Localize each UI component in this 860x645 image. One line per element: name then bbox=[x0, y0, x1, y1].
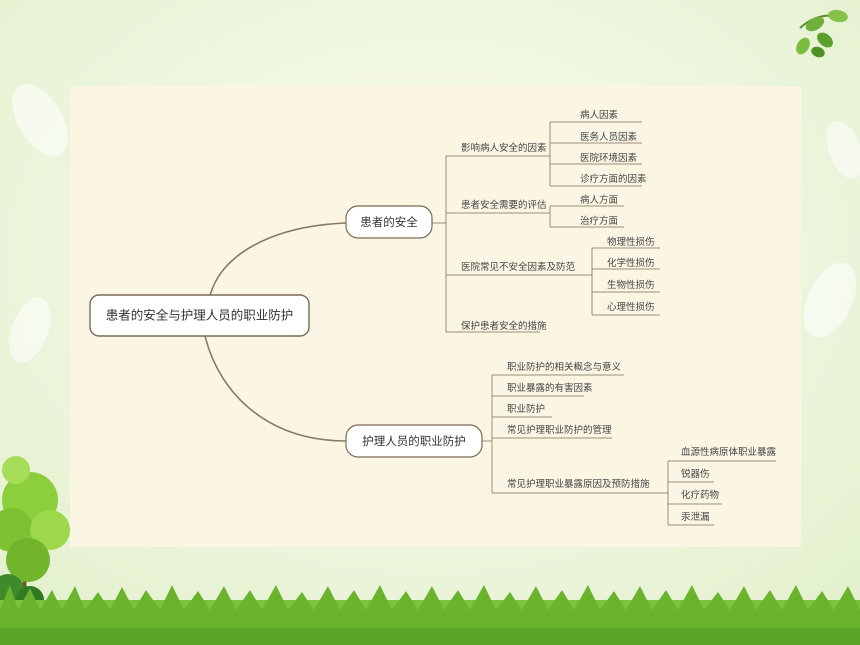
connector-root-to-patient-safety bbox=[209, 222, 347, 297]
leaf-label: 医务人员因素 bbox=[580, 131, 638, 143]
leaf-label: 病人方面 bbox=[580, 194, 618, 206]
subitem-label: 医院常见不安全因素及防范 bbox=[461, 261, 576, 273]
root-node-label: 患者的安全与护理人员的职业防护 bbox=[106, 308, 294, 323]
leaf-label: 病人因素 bbox=[580, 109, 619, 121]
branch-label: 患者的安全 bbox=[360, 215, 418, 229]
leaf-label: 治疗方面 bbox=[580, 215, 618, 227]
leaf-label: 生物性损伤 bbox=[607, 279, 655, 291]
subitem-label: 职业暴露的有害因素 bbox=[507, 382, 593, 394]
mindmap-panel: 患者的安全与护理人员的职业防护 患者的安全 影响病人安全的因素 患者安全需要的评… bbox=[70, 86, 801, 547]
connector-nurse-protection-to-children bbox=[482, 374, 662, 494]
root-node[interactable]: 患者的安全与护理人员的职业防护 bbox=[89, 294, 310, 337]
connector-sub5-leaves bbox=[662, 460, 776, 526]
subitem-label: 常见护理职业暴露原因及预防措施 bbox=[507, 478, 650, 490]
subitem-label: 职业防护的相关概念与意义 bbox=[507, 361, 622, 373]
leaf-cluster-top-right bbox=[796, 9, 848, 58]
subitem-label: 常见护理职业防护的管理 bbox=[507, 424, 612, 436]
connector-sub1-leaves bbox=[540, 121, 642, 187]
mindmap: 患者的安全与护理人员的职业防护 患者的安全 影响病人安全的因素 患者安全需要的评… bbox=[89, 109, 777, 526]
connector-patient-safety-to-children bbox=[432, 155, 540, 333]
leaf-label: 物理性损伤 bbox=[607, 236, 655, 248]
subitem-label: 患者安全需要的评估 bbox=[461, 199, 547, 211]
connector-sub2-leaves bbox=[540, 205, 624, 228]
branch-node-nurse-protection[interactable]: 护理人员的职业防护 bbox=[345, 424, 483, 458]
leaf-label: 锐器伤 bbox=[681, 468, 710, 480]
leaf-label: 化学性损伤 bbox=[607, 257, 655, 269]
tree-bottom-left bbox=[0, 456, 70, 645]
leaf-label: 心理性损伤 bbox=[607, 301, 655, 313]
connector-sub3-leaves bbox=[574, 247, 660, 316]
subitem-label: 影响病人安全的因素 bbox=[461, 142, 547, 154]
leaf-label: 化疗药物 bbox=[681, 489, 720, 501]
leaf-label: 血源性病原体职业暴露 bbox=[681, 446, 777, 458]
connector-root-to-nurse-protection bbox=[204, 335, 347, 442]
subitem-label: 职业防护 bbox=[507, 403, 545, 415]
branch-label: 护理人员的职业防护 bbox=[362, 434, 466, 448]
subitem-label: 保护患者安全的措施 bbox=[461, 320, 547, 332]
leaf-label: 诊疗方面的因素 bbox=[580, 173, 647, 185]
leaf-label: 汞泄漏 bbox=[681, 511, 710, 523]
branch-node-patient-safety[interactable]: 患者的安全 bbox=[345, 205, 433, 239]
leaf-label: 医院环境因素 bbox=[580, 152, 638, 164]
